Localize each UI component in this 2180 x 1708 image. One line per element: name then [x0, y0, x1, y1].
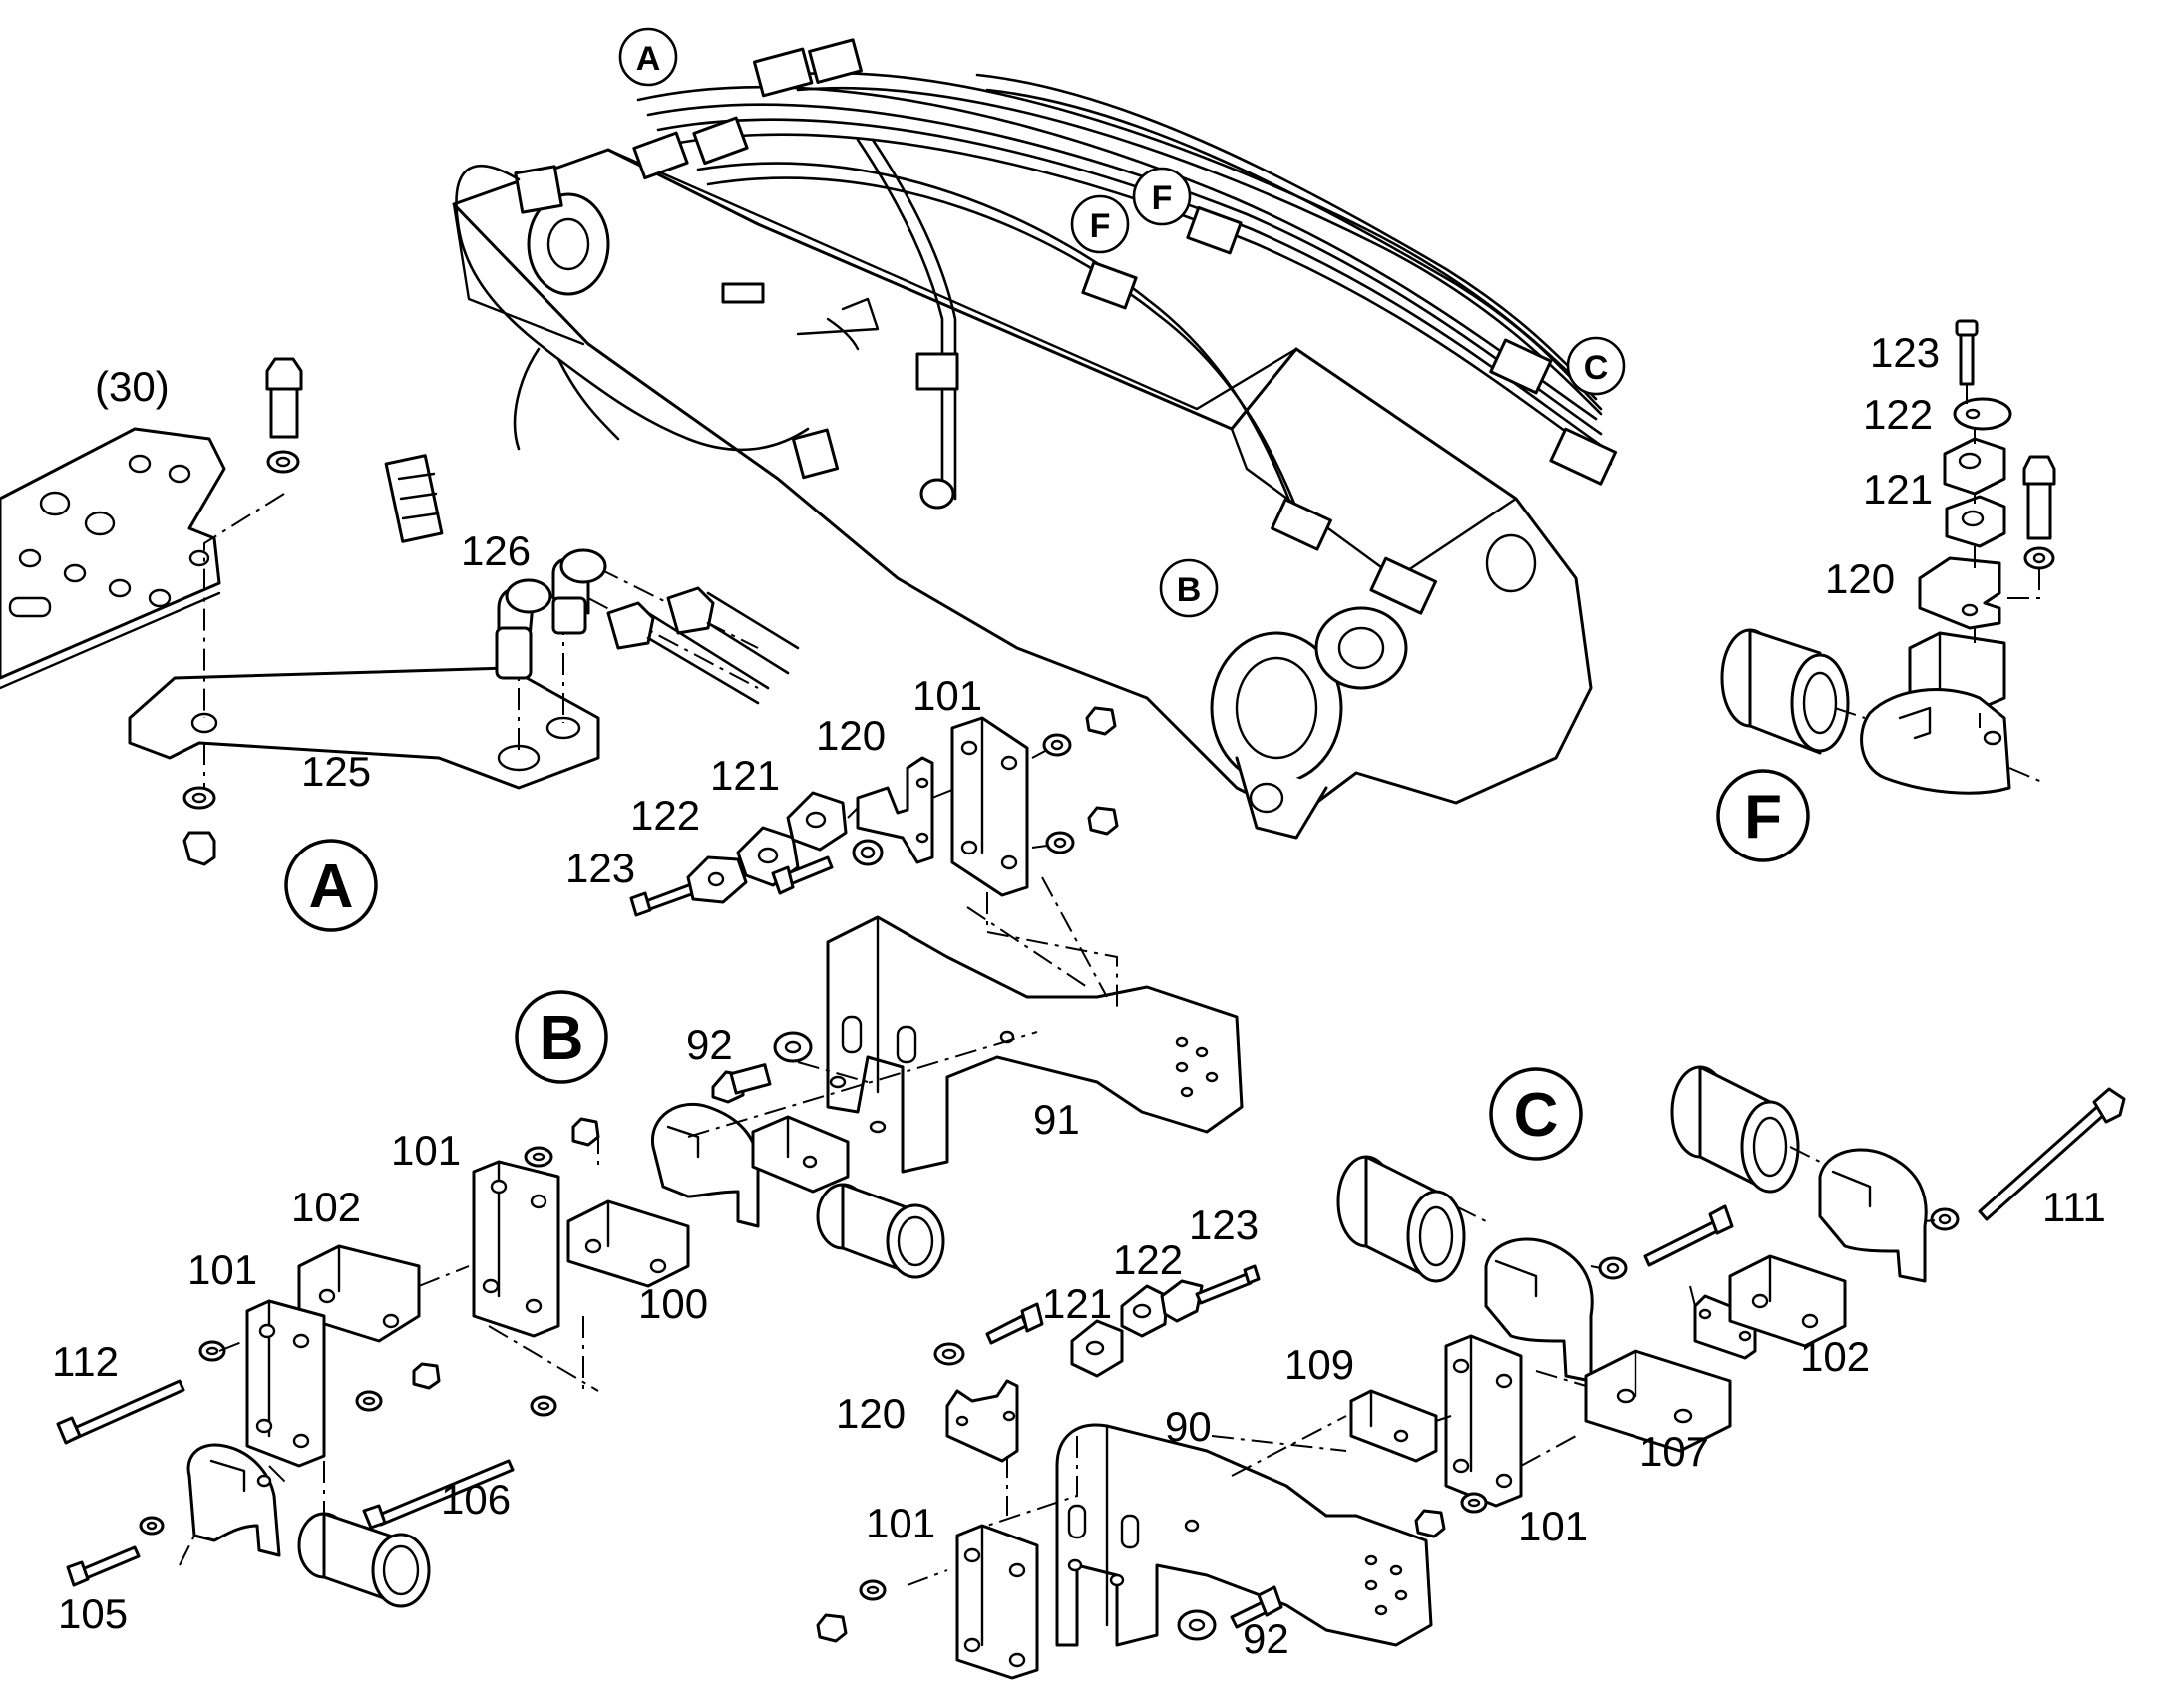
- detail-callout-f-text: F: [1744, 783, 1782, 852]
- boom-callout-a: A: [618, 27, 678, 87]
- boom-callout-c-text: C: [1584, 349, 1609, 387]
- detail-c: [816, 1065, 2126, 1680]
- boom-callout-b: B: [1159, 558, 1219, 618]
- label-120-f: 120: [1825, 555, 1895, 602]
- label-101-center: 101: [912, 672, 982, 719]
- boom-callout-f2-text: F: [1090, 207, 1111, 245]
- label-105: 105: [58, 1590, 128, 1637]
- label-106: 106: [441, 1476, 511, 1523]
- label-121-center: 121: [710, 752, 780, 799]
- label-101-c-lower: 101: [866, 1500, 935, 1546]
- label-100: 100: [638, 1280, 708, 1327]
- label-121-c: 121: [1042, 1280, 1112, 1327]
- label-92-c: 92: [1243, 1615, 1289, 1662]
- label-122-center: 122: [630, 792, 700, 839]
- boom-assembly: [384, 38, 1618, 840]
- detail-f: [1720, 319, 2056, 795]
- label-ref-30: (30): [95, 363, 170, 410]
- boom-callout-b-text: B: [1177, 571, 1202, 609]
- boom-callout-c: C: [1566, 336, 1626, 396]
- label-122-c: 122: [1113, 1236, 1183, 1283]
- label-101-c-right: 101: [1518, 1503, 1588, 1549]
- label-111: 111: [2042, 1184, 2106, 1230]
- label-122-f: 122: [1863, 391, 1933, 438]
- boom-callout-f1-text: F: [1152, 179, 1173, 217]
- detail-callout-a: A: [284, 839, 378, 932]
- detail-callout-c: C: [1489, 1067, 1583, 1161]
- label-121-f: 121: [1863, 466, 1933, 512]
- label-123-f: 123: [1870, 329, 1940, 376]
- detail-callout-b: B: [515, 990, 608, 1084]
- detail-callout-b-text: B: [540, 1004, 584, 1073]
- part-labels: (30) 126 125 123 122 121 120 101 92 91 1…: [52, 329, 2106, 1662]
- label-120-c: 120: [836, 1390, 906, 1437]
- detail-callout-f: F: [1716, 769, 1810, 862]
- detail-callout-a-text: A: [309, 853, 354, 921]
- label-109: 109: [1284, 1341, 1354, 1388]
- elbow-fittings-126: [495, 548, 800, 705]
- label-91: 91: [1033, 1096, 1080, 1143]
- detail-a: [0, 357, 800, 866]
- boom-callout-a-text: A: [636, 40, 661, 78]
- label-90: 90: [1165, 1403, 1212, 1450]
- label-102-c: 102: [1800, 1333, 1870, 1380]
- label-112: 112: [52, 1338, 119, 1385]
- label-126: 126: [461, 527, 531, 574]
- boom-callout-f2: F: [1070, 194, 1130, 254]
- label-101-b-lower: 101: [187, 1246, 257, 1293]
- label-101-b-top: 101: [391, 1127, 461, 1174]
- label-107: 107: [1639, 1428, 1709, 1475]
- label-102-b: 102: [291, 1184, 361, 1230]
- detail-callout-c-text: C: [1514, 1081, 1559, 1150]
- boom-hose-clamps: [514, 38, 1618, 615]
- label-125: 125: [301, 748, 371, 795]
- label-123-center: 123: [565, 845, 635, 891]
- detail-b: [56, 876, 1244, 1608]
- boom-callout-f1: F: [1132, 167, 1192, 226]
- harness-connector: [384, 428, 840, 543]
- label-120-center: 120: [816, 712, 886, 759]
- label-92-b: 92: [686, 1021, 733, 1068]
- label-123-c: 123: [1189, 1201, 1259, 1248]
- clamp-group-center: [629, 706, 1119, 1007]
